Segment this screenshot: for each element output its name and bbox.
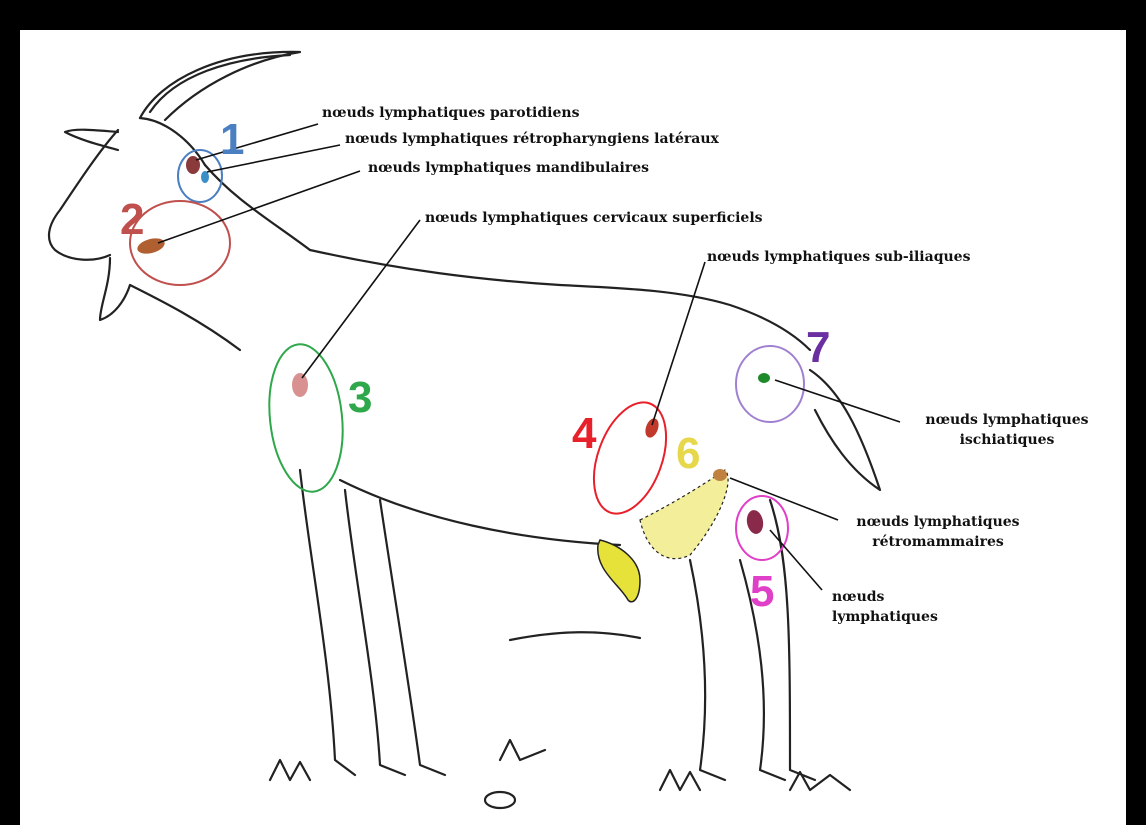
region-number-3: 3 bbox=[348, 376, 372, 420]
region-number-6: 6 bbox=[676, 432, 700, 476]
node-ischiatic bbox=[758, 373, 770, 383]
region-number-5: 5 bbox=[750, 570, 774, 614]
node-retromammary bbox=[713, 469, 727, 481]
region-circle-3 bbox=[262, 341, 349, 496]
label-subiliac: nœuds lymphatiques sub-iliaques bbox=[707, 247, 970, 267]
label-retromammary-line1: nœuds lymphatiques bbox=[838, 512, 1038, 532]
udder-shape bbox=[598, 540, 640, 602]
node-subiliac bbox=[643, 417, 661, 440]
region-number-1: 1 bbox=[220, 118, 244, 162]
label-popliteal-line1: nœuds bbox=[832, 587, 938, 607]
region-number-7: 7 bbox=[806, 326, 830, 370]
region-number-4: 4 bbox=[572, 412, 596, 456]
label-mandibular: nœuds lymphatiques mandibulaires bbox=[368, 158, 649, 178]
node-retropharyngeal bbox=[201, 171, 209, 183]
label-ischiatic: nœuds lymphatiques ischiatiques bbox=[902, 410, 1112, 450]
leader-lines bbox=[158, 124, 900, 590]
label-parotid: nœuds lymphatiques parotidiens bbox=[322, 103, 579, 123]
label-retropharyngeal: nœuds lymphatiques rétropharyngiens laté… bbox=[345, 129, 719, 149]
label-popliteal-line2: lymphatiques bbox=[832, 607, 938, 627]
label-ischiatic-line2: ischiatiques bbox=[902, 430, 1112, 450]
node-popliteal bbox=[745, 509, 765, 535]
region-number-2: 2 bbox=[120, 198, 144, 242]
region-circle-7 bbox=[736, 346, 804, 422]
label-ischiatic-line1: nœuds lymphatiques bbox=[902, 410, 1112, 430]
label-retromammary-line2: rétromammaires bbox=[838, 532, 1038, 552]
label-superficial-cervical: nœuds lymphatiques cervicaux superficiel… bbox=[425, 208, 763, 228]
label-retromammary: nœuds lymphatiques rétromammaires bbox=[838, 512, 1038, 552]
label-popliteal: nœuds lymphatiques bbox=[832, 587, 938, 627]
node-superficial-cervical bbox=[292, 373, 308, 397]
